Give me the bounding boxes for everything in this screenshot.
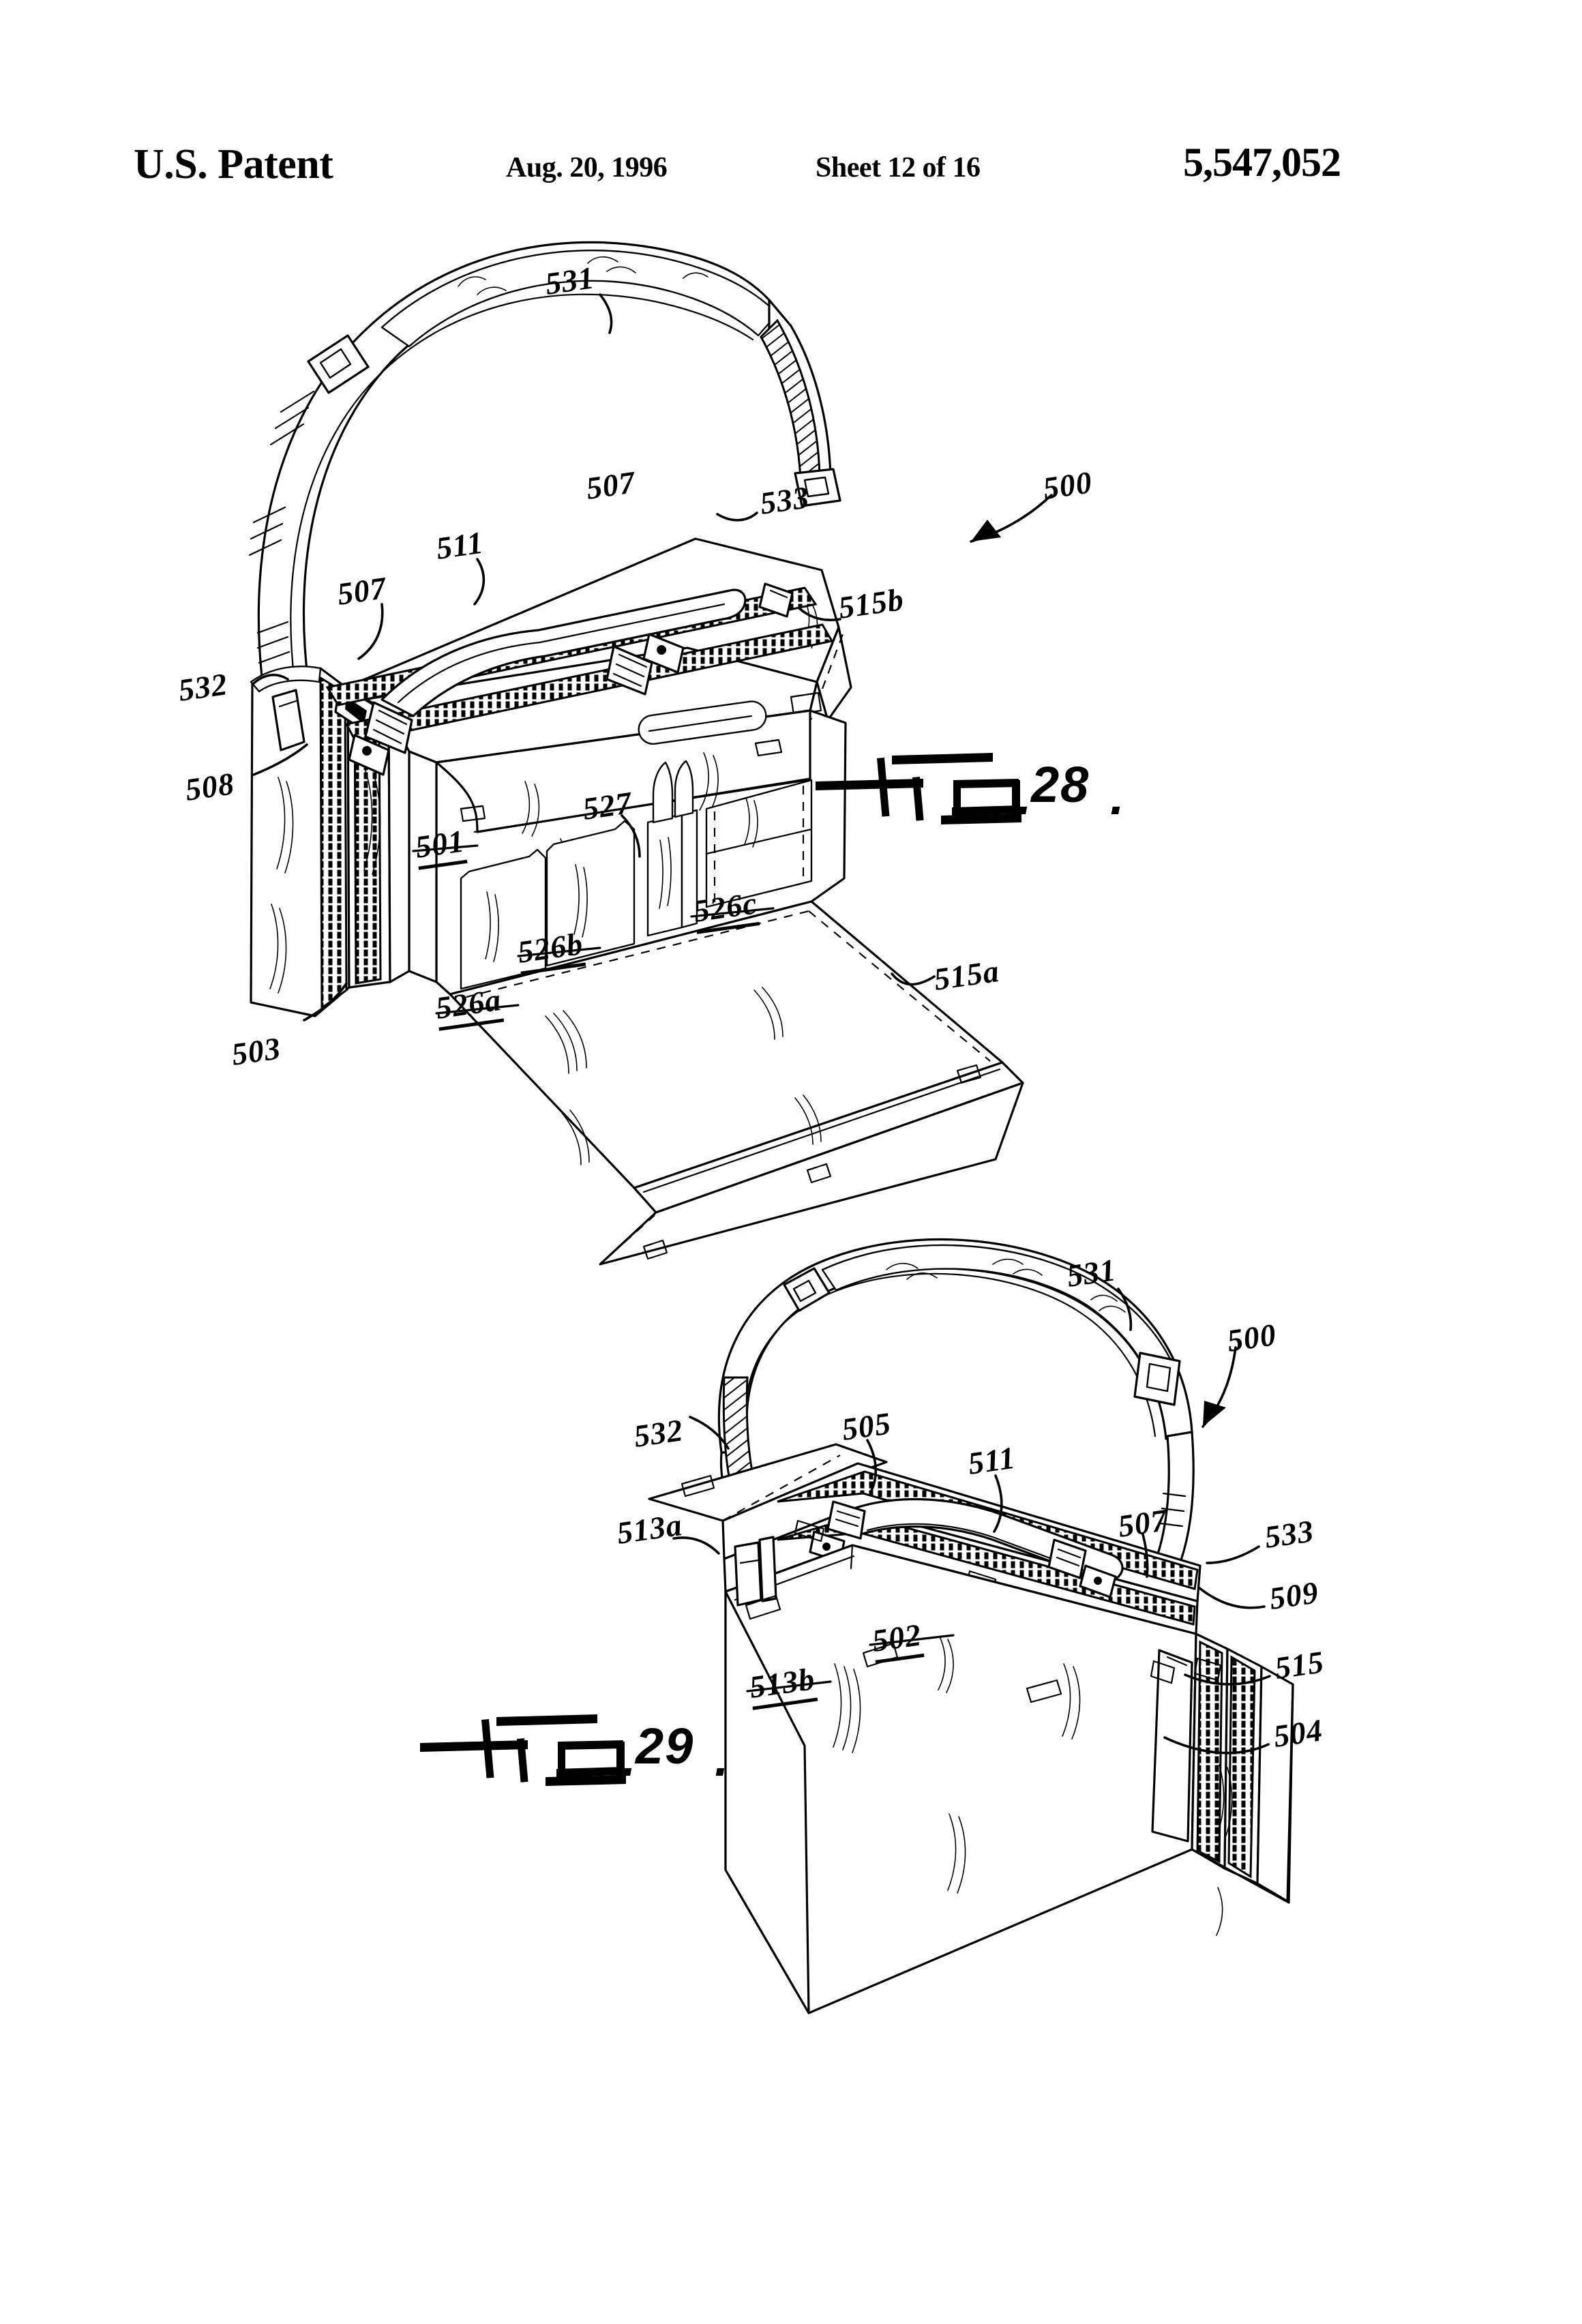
reference-numeral-508: 508 — [183, 766, 237, 807]
arrow-500-fig29 — [1202, 1346, 1237, 1428]
patent-office-title: U.S. Patent — [134, 141, 333, 188]
handle-anchor-right-507 — [606, 633, 685, 696]
figure-29-caption-endtick: . — [715, 1730, 730, 1787]
reference-numeral-503: 503 — [229, 1030, 283, 1072]
strap-anchor-ring-533 — [794, 468, 841, 507]
reference-numeral-509: 509 — [1267, 1575, 1321, 1616]
reference-numeral-531: 531 — [543, 260, 597, 301]
reference-numeral-532: 532 — [631, 1412, 685, 1454]
gusset-zipper-fig29-b — [1227, 1655, 1256, 1879]
figure-28-caption-glyph — [816, 753, 1021, 824]
reference-numeral-501: 501 — [413, 822, 468, 870]
carry-handle-511 — [380, 589, 747, 717]
sheet-number: Sheet 12 of 16 — [816, 152, 981, 183]
patent-header: U.S. Patent Aug. 20, 1996 Sheet 12 of 16… — [0, 0, 1582, 225]
figure-29-caption-glyph — [420, 1714, 626, 1786]
reference-numeral-531: 531 — [1064, 1252, 1118, 1294]
reference-numeral-532: 532 — [176, 666, 230, 708]
zipper-slider — [758, 582, 794, 618]
reference-numeral-533: 533 — [758, 479, 811, 521]
handle-anchor-left-507 — [348, 701, 413, 776]
figure-29-leaders — [672, 1287, 1271, 1755]
figure-28-caption-dot: . — [1017, 769, 1033, 825]
figure-28-caption-number: 28 — [1031, 756, 1090, 813]
strap-buckle-left-fig29 — [783, 1267, 831, 1312]
gusset-zipper-outer — [319, 676, 348, 1010]
patent-date: Aug. 20, 1996 — [506, 152, 668, 183]
figure-28-drawing — [248, 241, 1053, 1266]
top-zipper-and-handle-fig28 — [325, 582, 834, 776]
pen-pocket-527 — [646, 760, 698, 937]
figure-28-leaders — [252, 293, 1053, 1022]
reference-numeral-527: 527 — [580, 785, 634, 826]
reference-numeral-511: 511 — [966, 1440, 1018, 1481]
bottom-flap-515a-fig28 — [449, 900, 1024, 1266]
figure-29-caption-number: 29 — [636, 1718, 695, 1774]
zipper-track-top-fig29 — [777, 1470, 1199, 1590]
case-body-fig29 — [724, 1536, 1294, 2014]
strap-buckle-right-fig29 — [1133, 1352, 1181, 1406]
patent-number: 5,547,052 — [1183, 140, 1341, 185]
strap-buckle-left — [307, 334, 370, 394]
reference-numeral-511: 511 — [434, 524, 486, 566]
reference-numeral-502: 502 — [869, 1616, 925, 1664]
figure-29-caption-dot: . — [622, 1730, 638, 1787]
corner-bumper-fig29 — [734, 1536, 777, 1607]
reference-numeral-533: 533 — [1262, 1513, 1316, 1555]
handle-slot — [638, 700, 767, 745]
reference-numeral-500: 500 — [1225, 1317, 1279, 1358]
reference-numeral-507: 507 — [335, 570, 389, 612]
side-latch-508 — [271, 689, 305, 751]
reference-numeral-504: 504 — [1271, 1712, 1325, 1754]
reference-numeral-500: 500 — [1041, 464, 1094, 506]
arrow-500-fig28 — [970, 494, 1053, 543]
reference-numeral-515: 515 — [1272, 1644, 1326, 1686]
shoulder-strap-531-fig28 — [248, 241, 841, 723]
reference-numeral-507: 507 — [584, 464, 638, 506]
figure-28-caption-endtick: . — [1110, 769, 1126, 825]
reference-numeral-507: 507 — [1116, 1502, 1169, 1544]
figure-29-drawing — [648, 1238, 1294, 2014]
interior-pockets-fig28 — [460, 760, 813, 990]
handle-anchor-right-507-fig29 — [1047, 1538, 1117, 1598]
top-assembly-fig29 — [721, 1462, 1202, 1635]
reference-numeral-505: 505 — [839, 1405, 893, 1447]
lid-flap-513a-fig29 — [648, 1443, 888, 1522]
